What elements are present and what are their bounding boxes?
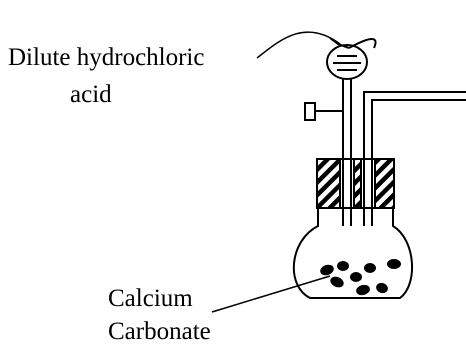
- acid-leader-line: [256, 31, 341, 59]
- rubber-stopper: [316, 158, 395, 209]
- lump: [350, 272, 362, 282]
- lump: [356, 284, 370, 296]
- acid-label-line2: acid: [70, 81, 112, 108]
- lump: [376, 282, 388, 294]
- funnel-bulb: [326, 44, 368, 80]
- solid-label-line2: Carbonate: [108, 318, 211, 345]
- stopcock-handle: [304, 102, 316, 121]
- conical-flask: [292, 208, 413, 299]
- solid-leader-line: [211, 275, 331, 313]
- stopper-body: [316, 158, 395, 209]
- solid-label-line1: Calcium: [108, 285, 193, 312]
- calcium-carbonate-lumps: [320, 259, 401, 296]
- lump: [320, 264, 334, 276]
- thistle-funnel: [326, 37, 377, 226]
- acid-label-line1: Dilute hydrochloric: [8, 44, 204, 71]
- stopcock: [304, 102, 343, 121]
- lump: [387, 259, 401, 269]
- lump: [330, 276, 344, 288]
- lump: [364, 263, 376, 273]
- lump: [337, 261, 349, 271]
- funnel-spout: [329, 37, 350, 49]
